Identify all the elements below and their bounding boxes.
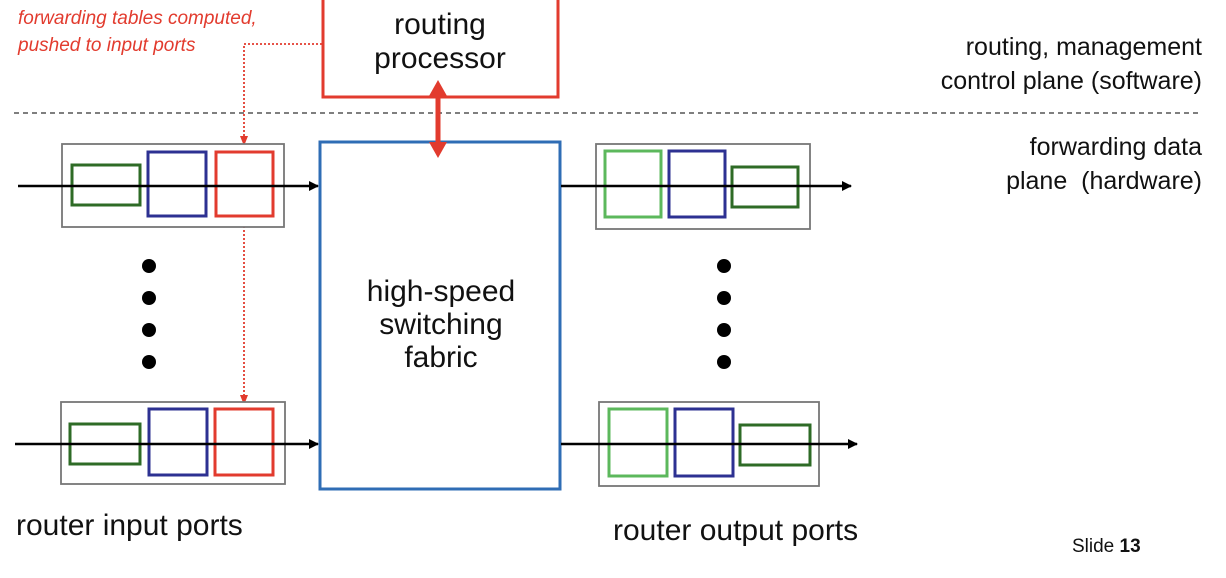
data-plane-line: plane (hardware) xyxy=(1006,167,1202,195)
slide-prefix: Slide xyxy=(1072,536,1115,557)
data-plane-line: forwarding data xyxy=(1029,133,1202,161)
annotation-line: forwarding tables computed, xyxy=(18,8,257,29)
annotation-line: pushed to input ports xyxy=(18,35,196,56)
routing-processor-label: routing processor xyxy=(324,8,556,76)
slide-number: Slide 13 xyxy=(1072,536,1141,558)
input-ports-ellipsis xyxy=(142,259,156,369)
lookup-table-buffer xyxy=(213,407,275,477)
queue-buffer xyxy=(146,150,208,218)
data-plane-label: forwarding data plane (hardware) xyxy=(1006,130,1202,198)
processor-fabric-link xyxy=(429,80,447,158)
output-ports-caption: router output ports xyxy=(613,514,859,547)
queue-buffer xyxy=(667,149,727,219)
routing-processor-line: processor xyxy=(374,42,506,75)
queue-buffer xyxy=(603,149,663,219)
queue-buffer xyxy=(607,407,669,478)
routing-processor-box xyxy=(321,0,560,99)
switching-fabric-box xyxy=(318,140,562,491)
queue-buffer xyxy=(147,407,209,477)
fabric-line: switching xyxy=(379,308,503,341)
control-plane-label: routing, management control plane (softw… xyxy=(941,30,1202,98)
input-ports-caption: router input ports xyxy=(16,509,243,542)
control-plane-line: routing, management xyxy=(965,33,1202,61)
fabric-line: high-speed xyxy=(366,275,516,308)
queue-buffer xyxy=(673,407,735,478)
control-plane-line: control plane (software) xyxy=(940,67,1202,95)
fabric-line: fabric xyxy=(404,341,478,374)
output-ports-ellipsis xyxy=(717,259,731,369)
forwarding-tables-annotation: forwarding tables computed, pushed to in… xyxy=(18,5,257,59)
switching-fabric-label: high-speed switching fabric xyxy=(322,275,560,374)
lookup-table-buffer xyxy=(214,150,275,218)
table-push-arrows xyxy=(240,43,322,405)
routing-processor-line: routing xyxy=(394,8,486,41)
slide-number-value: 13 xyxy=(1119,536,1141,557)
packet-flow-arrows xyxy=(15,181,858,449)
